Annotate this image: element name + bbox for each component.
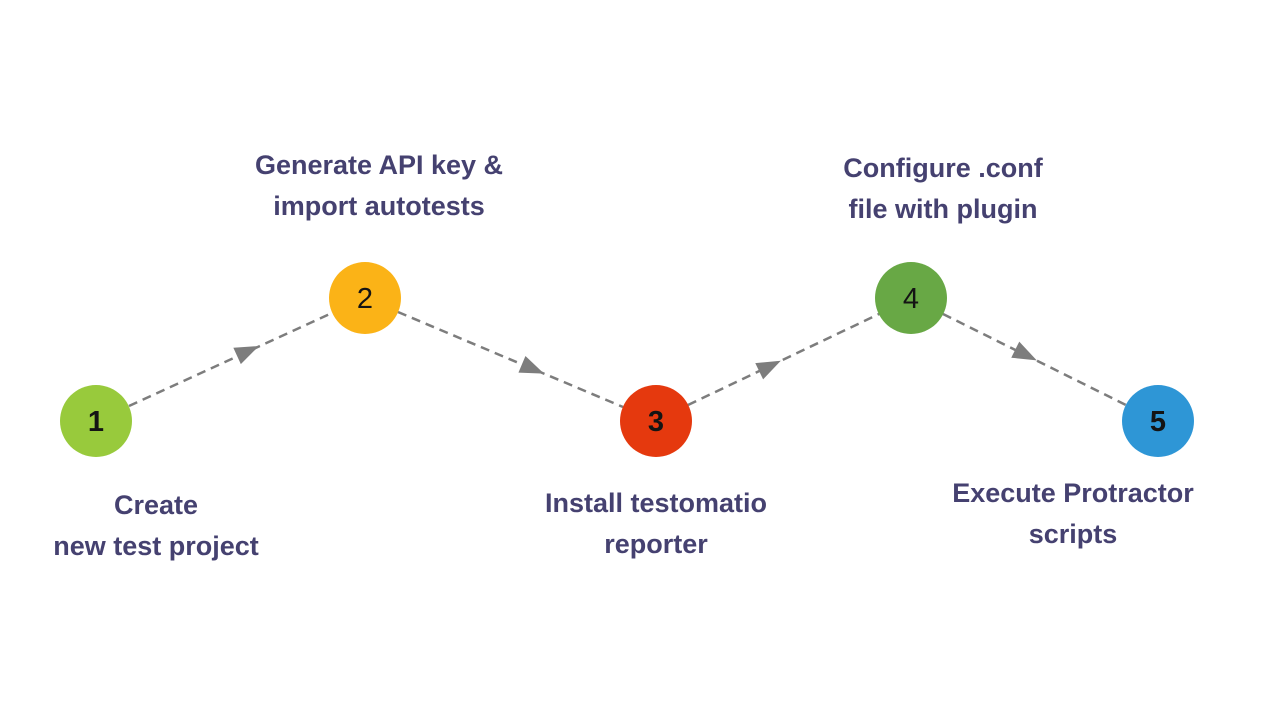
- step-2-label: Generate API key & import autotests: [255, 145, 503, 227]
- step-2-circle: [329, 262, 401, 334]
- step-3: 3: [620, 385, 692, 457]
- step-3-label-line2: reporter: [604, 529, 708, 559]
- arrowhead-3-4-icon: [755, 360, 781, 380]
- step-4-label-line2: file with plugin: [848, 194, 1038, 224]
- step-5-label-line1: Execute Protractor: [952, 478, 1194, 508]
- connector-1-2: [128, 311, 333, 408]
- step-4: 4: [875, 262, 947, 334]
- step-3-number: 3: [648, 406, 664, 438]
- step-4-label: Configure .conf file with plugin: [843, 148, 1042, 230]
- step-2-number: 2: [357, 283, 373, 315]
- step-4-number: 4: [903, 283, 919, 315]
- step-4-circle: [875, 262, 947, 334]
- connectors: [128, 310, 1127, 409]
- step-3-label: Install testomatio reporter: [545, 483, 767, 565]
- step-2-label-line1: Generate API key &: [254, 150, 504, 180]
- connector-3-4: [687, 312, 880, 407]
- step-5-circle: [1122, 385, 1194, 457]
- step-3-label-line1: Install testomatio: [544, 488, 768, 518]
- step-1-circle: [60, 385, 132, 457]
- step-1-label-line1: Create: [113, 490, 199, 520]
- connector-2-3: [397, 310, 624, 409]
- step-5-label: Execute Protractor scripts: [952, 473, 1194, 555]
- step-5-label-line2: scripts: [1028, 519, 1118, 549]
- step-4-label-line1: Configure .conf: [843, 153, 1043, 183]
- step-1-label: Create new test project: [53, 485, 259, 567]
- arrowhead-1-2-icon: [233, 346, 259, 365]
- step-2-label-line2: import autotests: [273, 191, 485, 221]
- arrowhead-2-3-icon: [518, 356, 545, 374]
- step-2: 2: [329, 262, 401, 334]
- step-5: 5: [1122, 385, 1194, 457]
- arrowhead-4-5-icon: [1011, 341, 1037, 361]
- step-1: 1: [60, 385, 132, 457]
- connector-4-5: [942, 312, 1127, 407]
- step-1-number: 1: [88, 406, 104, 438]
- step-3-circle: [620, 385, 692, 457]
- step-1-label-line2: new test project: [53, 531, 259, 561]
- step-5-number: 5: [1150, 406, 1166, 438]
